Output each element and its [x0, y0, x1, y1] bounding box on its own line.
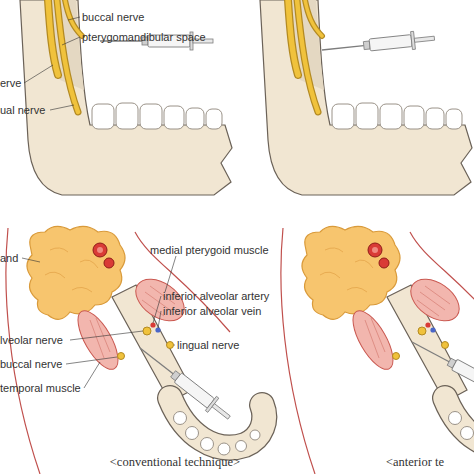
part-label: lingual nerve	[177, 339, 239, 352]
leader-lines	[22, 17, 176, 388]
part-label: buccal nerve	[82, 11, 144, 24]
part-label: erve	[0, 77, 21, 90]
part-label: lveolar nerve	[0, 334, 63, 347]
part-label: temporal muscle	[0, 382, 81, 395]
cross-section-right	[281, 226, 474, 474]
part-label: ual nerve	[0, 104, 45, 117]
part-label: pterygomandibular space	[82, 31, 206, 44]
syringe	[134, 341, 234, 425]
part-label: and	[0, 252, 18, 265]
part-label: inferior alveolar artery	[163, 290, 269, 303]
mandible-right	[260, 0, 472, 195]
cross-section-left	[6, 226, 264, 474]
part-label: inferior alveolar vein	[163, 305, 261, 318]
panel-caption: <anterior te	[386, 456, 444, 469]
mandible-left	[20, 0, 232, 195]
syringe	[321, 29, 435, 59]
syringe	[408, 334, 474, 403]
panel-caption: <conventional technique>	[110, 456, 240, 469]
part-label: medial pterygoid muscle	[150, 244, 269, 257]
part-label: buccal nerve	[0, 358, 62, 371]
